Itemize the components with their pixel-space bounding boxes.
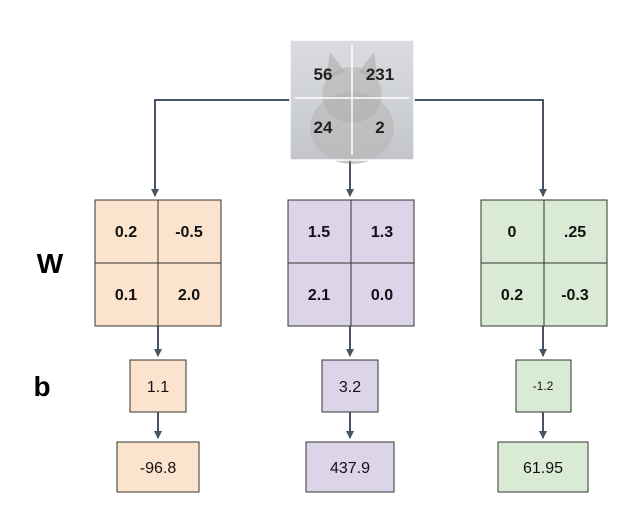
weight-cell: 1.5 xyxy=(308,224,330,241)
weight-cell: -0.3 xyxy=(561,287,589,304)
weight-cell: 0.2 xyxy=(115,224,137,241)
weight-cell: -0.5 xyxy=(175,224,203,241)
connector-arrow-right xyxy=(414,99,547,197)
bias-box: -1.2 xyxy=(515,359,572,413)
input-image: 56 231 24 2 xyxy=(289,39,415,164)
classifier-column-1: 0.2 -0.5 0.1 2.0 1.1 -96.8 xyxy=(94,199,222,493)
image-border xyxy=(289,39,415,161)
classifier-column-2: 1.5 1.3 2.1 0.0 3.2 437.9 xyxy=(287,199,415,493)
weight-cell: 0.1 xyxy=(115,287,137,304)
cat-ear-left xyxy=(326,52,345,80)
pixel-value: 24 xyxy=(314,118,333,137)
score-box: -96.8 xyxy=(116,441,200,493)
score-value: 61.95 xyxy=(523,460,563,477)
weight-cell: 0.0 xyxy=(371,287,393,304)
weight-cell: 0 xyxy=(508,224,517,241)
bias-value: 3.2 xyxy=(339,379,361,396)
weight-cell: 1.3 xyxy=(371,224,393,241)
weight-grid: 0 .25 0.2 -0.3 xyxy=(480,199,608,327)
score-box: 61.95 xyxy=(497,441,589,493)
score-value: -96.8 xyxy=(140,460,177,477)
connector-arrow-left xyxy=(151,99,290,197)
connectors xyxy=(151,99,547,197)
pixel-value: 2 xyxy=(375,118,384,137)
pixel-value: 56 xyxy=(314,65,333,84)
cat-ear-right xyxy=(359,52,378,80)
classifier-column-3: 0 .25 0.2 -0.3 -1.2 61.95 xyxy=(480,199,608,493)
weight-cell: 0.2 xyxy=(501,287,523,304)
bias-row-label: b xyxy=(33,371,50,402)
weight-cell: .25 xyxy=(564,224,586,241)
score-box: 437.9 xyxy=(305,441,395,493)
weights-row-label: W xyxy=(37,248,64,279)
weight-grid: 0.2 -0.5 0.1 2.0 xyxy=(94,199,222,327)
bias-box: 1.1 xyxy=(129,359,187,413)
bias-box: 3.2 xyxy=(321,359,379,413)
score-value: 437.9 xyxy=(330,460,370,477)
weight-cell: 2.0 xyxy=(178,287,200,304)
bias-value: 1.1 xyxy=(147,379,169,396)
pixel-value: 231 xyxy=(366,65,394,84)
weight-grid: 1.5 1.3 2.1 0.0 xyxy=(287,199,415,327)
bias-value: -1.2 xyxy=(533,379,554,393)
weight-cell: 2.1 xyxy=(308,287,330,304)
